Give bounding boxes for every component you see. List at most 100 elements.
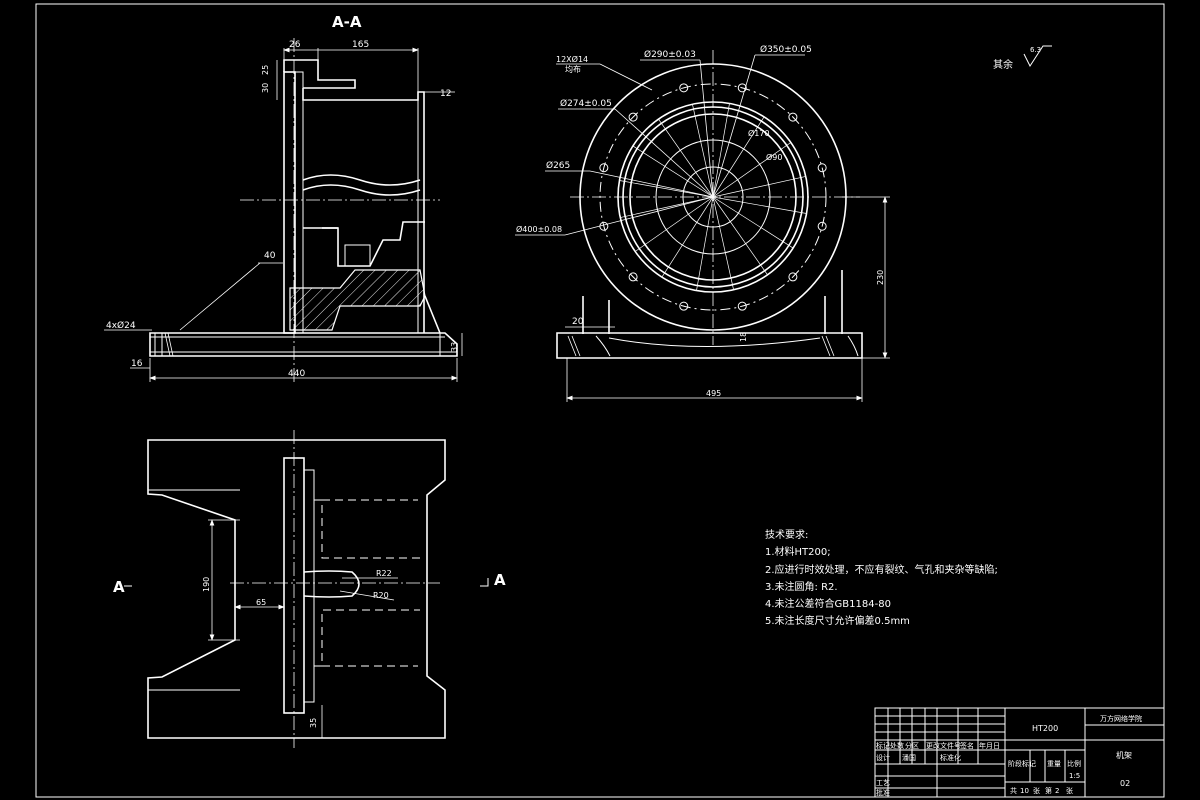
view-mark-left: A [113, 578, 125, 596]
dim-12: 12 [440, 89, 451, 99]
tb-school: 万方网络学院 [1100, 714, 1142, 723]
dim-18: 18 [739, 332, 748, 342]
dim-12xd14: 12XØ14 [556, 54, 588, 64]
radial-line [696, 196, 714, 291]
note-2: 2.应进行时效处理，不应有裂纹、气孔和夹杂等缺陷; [765, 563, 998, 576]
roughness-label: 其余 [993, 58, 1013, 71]
bolt-hole [599, 163, 609, 173]
dim-d350: Ø350±0.05 [760, 44, 812, 55]
title-block: HT200 万方网络学院 机架 02 标记 处数 分区 更改文件号 签名 年月日… [874, 707, 1165, 798]
radial-line [632, 145, 714, 198]
note-3: 3.未注圆角: R2. [765, 580, 838, 593]
bolt-hole [788, 272, 798, 282]
tb-stage: 阶段标记 [1008, 759, 1036, 768]
dim-d170: Ø170 [748, 128, 770, 138]
dim-d274: Ø274±0.05 [560, 98, 612, 109]
tb-material: HT200 [1032, 724, 1058, 733]
dim-65: 65 [256, 598, 266, 607]
tb-sign-name: 潘国 [902, 753, 916, 762]
tb-design: 设计 [876, 753, 890, 762]
tb-h-mark: 标记 [876, 741, 890, 750]
radial-line [620, 196, 714, 218]
dim-4xd24: 4xØ24 [106, 320, 136, 331]
technical-notes: 技术要求: 1.材料HT200; 2.应进行时效处理，不应有裂纹、气孔和夹杂等缺… [765, 528, 998, 627]
dim-40: 40 [264, 251, 276, 261]
section-view-a-a: A-A 26 165 [104, 13, 463, 385]
tb-approve: 批准 [876, 788, 890, 797]
dim-r22: R22 [376, 569, 392, 578]
dim-165: 165 [352, 40, 369, 50]
tb-h-date: 年月日 [979, 741, 1000, 750]
bolt-hole [817, 221, 827, 231]
note-4: 4.未注公差符合GB1184-80 [765, 597, 891, 610]
bolt-hole [788, 112, 798, 122]
radial-line [712, 196, 734, 290]
tb-h-count: 处数 [890, 741, 904, 750]
bolt-hole [628, 272, 638, 282]
tb-sheet-this-n: 2 [1055, 787, 1059, 795]
bolt-hole [737, 301, 747, 311]
bolt-hole [628, 112, 638, 122]
dim-495: 495 [706, 389, 721, 398]
radial-line [712, 196, 807, 214]
front-view: 12XØ14 均布 Ø290±0.03 Ø350±0.05 Ø274±0.05 … [515, 44, 890, 402]
tb-scale-val: 1:5 [1069, 772, 1080, 780]
hatched-section [289, 269, 426, 331]
note-1: 1.材料HT200; [765, 545, 831, 558]
tb-sheet-label: 张 [1033, 786, 1040, 795]
tb-weight: 重量 [1047, 760, 1061, 768]
radial-line [712, 196, 794, 249]
radial-line [712, 142, 792, 198]
tb-process: 工艺 [876, 779, 890, 787]
radial-line [661, 196, 714, 278]
tb-sheet-this: 第 [1045, 786, 1052, 795]
radial-line [658, 118, 714, 198]
radial-line [634, 196, 714, 252]
dim-33: 33 [450, 342, 459, 352]
dim-d90: Ø90 [766, 152, 782, 162]
bolt-hole [817, 163, 827, 173]
bolt-hole [737, 83, 747, 93]
tb-h-sign: 签名 [960, 741, 974, 750]
radial-line [619, 180, 714, 198]
view-mark-right: A [494, 571, 506, 589]
dim-d265: Ø265 [546, 160, 570, 171]
dim-26: 26 [289, 40, 301, 50]
top-view: 190 65 R22 R20 35 A A [113, 430, 506, 748]
dim-20: 20 [572, 317, 584, 327]
dim-holes-note: 均布 [565, 64, 581, 74]
radial-line [712, 116, 765, 198]
dim-d400: Ø400±0.08 [516, 224, 562, 234]
tb-part-name: 机架 [1116, 750, 1132, 760]
dim-16: 16 [131, 359, 143, 369]
tb-scale: 比例 [1067, 759, 1081, 768]
note-5: 5.未注长度尺寸允许偏差0.5mm [765, 614, 910, 627]
tb-h-zone: 分区 [905, 741, 919, 750]
dim-r20: R20 [373, 591, 389, 600]
roughness-symbol: 其余 6.3 [993, 45, 1052, 71]
dim-25: 25 [261, 65, 270, 75]
dim-30: 30 [261, 83, 270, 93]
tb-sheet-total-n: 10 [1020, 787, 1029, 795]
tb-h-doc: 更改文件号 [926, 741, 961, 750]
bolt-hole [679, 83, 689, 93]
radial-line [712, 103, 730, 198]
radial-line [712, 176, 806, 198]
dim-440: 440 [288, 369, 305, 379]
dim-190: 190 [202, 577, 211, 592]
roughness-value: 6.3 [1030, 46, 1041, 54]
notes-title: 技术要求: [765, 528, 808, 541]
section-title: A-A [332, 13, 362, 31]
tb-std: 标准化 [940, 753, 961, 762]
dim-230: 230 [876, 270, 885, 285]
dim-d290: Ø290±0.03 [644, 49, 696, 60]
tb-drawing-no: 02 [1120, 779, 1130, 788]
dim-35: 35 [309, 718, 318, 728]
bolt-hole [679, 301, 689, 311]
border-frame [35, 3, 1165, 798]
tb-sheet-total: 共 [1010, 786, 1017, 795]
radial-line [712, 196, 768, 276]
tb-sheet-label2: 张 [1066, 786, 1073, 795]
radial-line [692, 104, 714, 198]
